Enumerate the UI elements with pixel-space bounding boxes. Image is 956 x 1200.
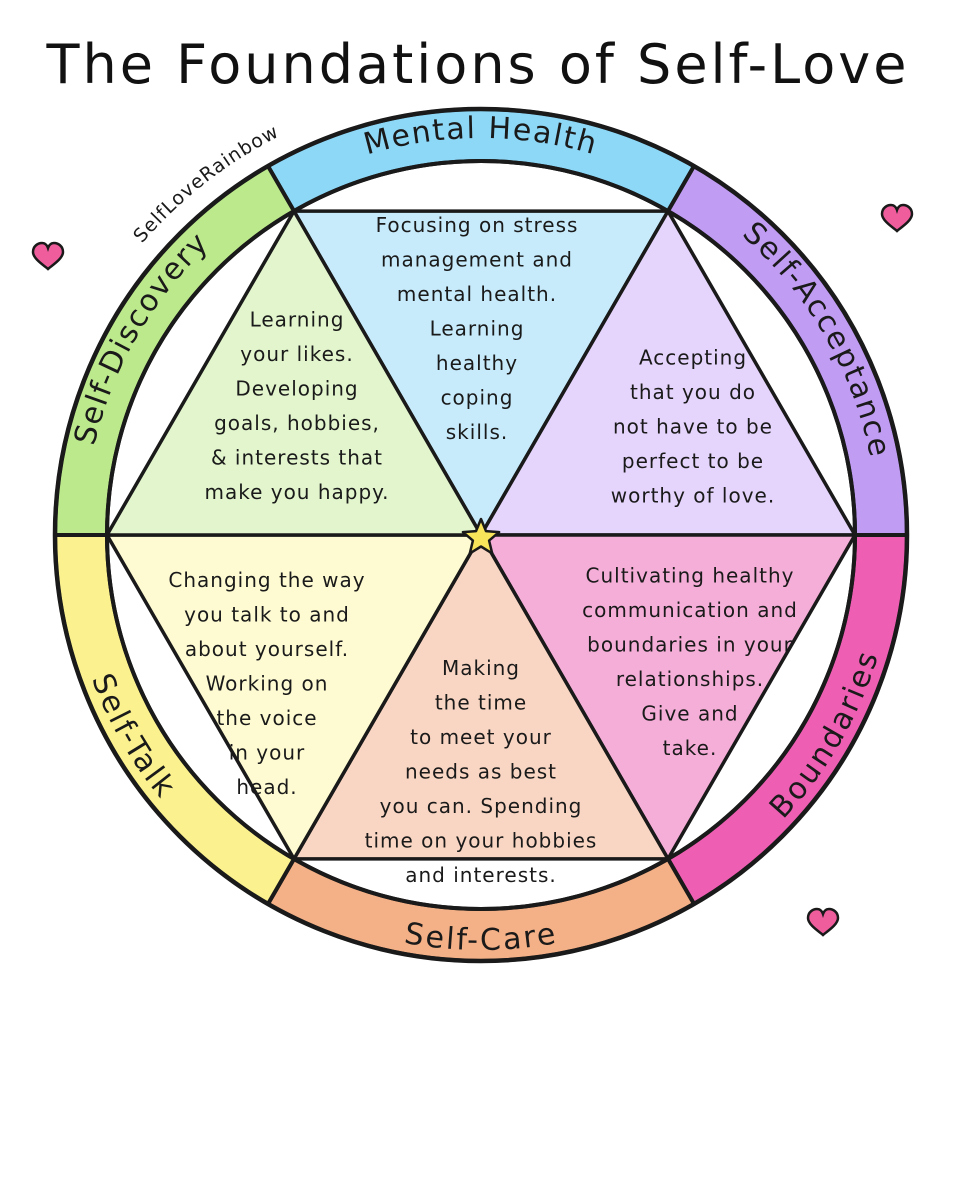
heart-icon-top-right bbox=[880, 203, 914, 233]
wedge-text-line: Making bbox=[442, 656, 520, 680]
wedge-text-line: goals, hobbies, bbox=[214, 411, 380, 435]
wedge-text-line: the time bbox=[435, 691, 527, 715]
wedge-text-line: mental health. bbox=[397, 282, 557, 306]
wedge-text-line: healthy bbox=[436, 351, 518, 375]
wedge-text-line: communication and bbox=[582, 598, 798, 622]
center-star-icon bbox=[461, 517, 501, 555]
wedge-text-line: worthy of love. bbox=[611, 484, 775, 508]
wedge-text-line: & interests that bbox=[211, 445, 383, 469]
wedge-text-line: the voice bbox=[216, 706, 317, 730]
wedge-text-line: about yourself. bbox=[185, 637, 349, 661]
wedge-text-line: Accepting bbox=[639, 346, 747, 370]
ring-label-boundaries: Boundaries bbox=[763, 646, 886, 825]
wedge-text-line: take. bbox=[663, 736, 718, 760]
page-title: The Foundations of Self-Love bbox=[46, 33, 910, 96]
inner-wedges bbox=[105, 159, 857, 911]
wedge-text-line: Developing bbox=[235, 376, 358, 400]
wedge-text-line: perfect to be bbox=[622, 449, 764, 473]
wedge-text-line: make you happy. bbox=[204, 480, 389, 504]
wedge-text-line: you talk to and bbox=[184, 603, 350, 627]
wedge-text-line: Learning bbox=[250, 307, 345, 331]
wedge-text-line: you can. Spending bbox=[380, 794, 583, 818]
wedge-text-line: management and bbox=[381, 248, 573, 272]
wedge-text-line: Give and bbox=[641, 701, 738, 725]
wedge-text-line: needs as best bbox=[405, 760, 557, 784]
wedge-text-line: that you do bbox=[630, 380, 756, 404]
wedge-text-line: Working on bbox=[206, 672, 329, 696]
outer-circle bbox=[52, 106, 910, 964]
wedge-text-line: relationships. bbox=[616, 667, 764, 691]
wedge-text-line: Learning bbox=[430, 317, 525, 341]
heart-icon-left bbox=[31, 241, 65, 271]
wedge-texts: Focusing on stress management and mental h… bbox=[168, 213, 798, 887]
wedge-text-line: time on your hobbies bbox=[365, 829, 598, 853]
wedge-text-line: Focusing on stress bbox=[376, 213, 579, 237]
wedge-text-line: head. bbox=[236, 775, 297, 799]
wedge-text-line: boundaries in your bbox=[587, 632, 793, 656]
inner-circle bbox=[105, 159, 857, 911]
wedge-text-line: and interests. bbox=[405, 863, 557, 887]
wedge-self-discovery bbox=[105, 209, 483, 537]
wedge-text-line: Cultivating healthy bbox=[586, 563, 795, 587]
wedge-text-line: to meet your bbox=[410, 725, 552, 749]
wedge-text-line: coping bbox=[441, 386, 514, 410]
wedge-text-line: skills. bbox=[446, 420, 508, 444]
heart-icon-bottom-right bbox=[806, 907, 840, 937]
wedge-text-line: in your bbox=[229, 741, 306, 765]
wedge-text-line: your likes. bbox=[240, 342, 353, 366]
wedge-text-line: not have to be bbox=[613, 415, 773, 439]
wedge-text-line: Changing the way bbox=[168, 568, 365, 592]
